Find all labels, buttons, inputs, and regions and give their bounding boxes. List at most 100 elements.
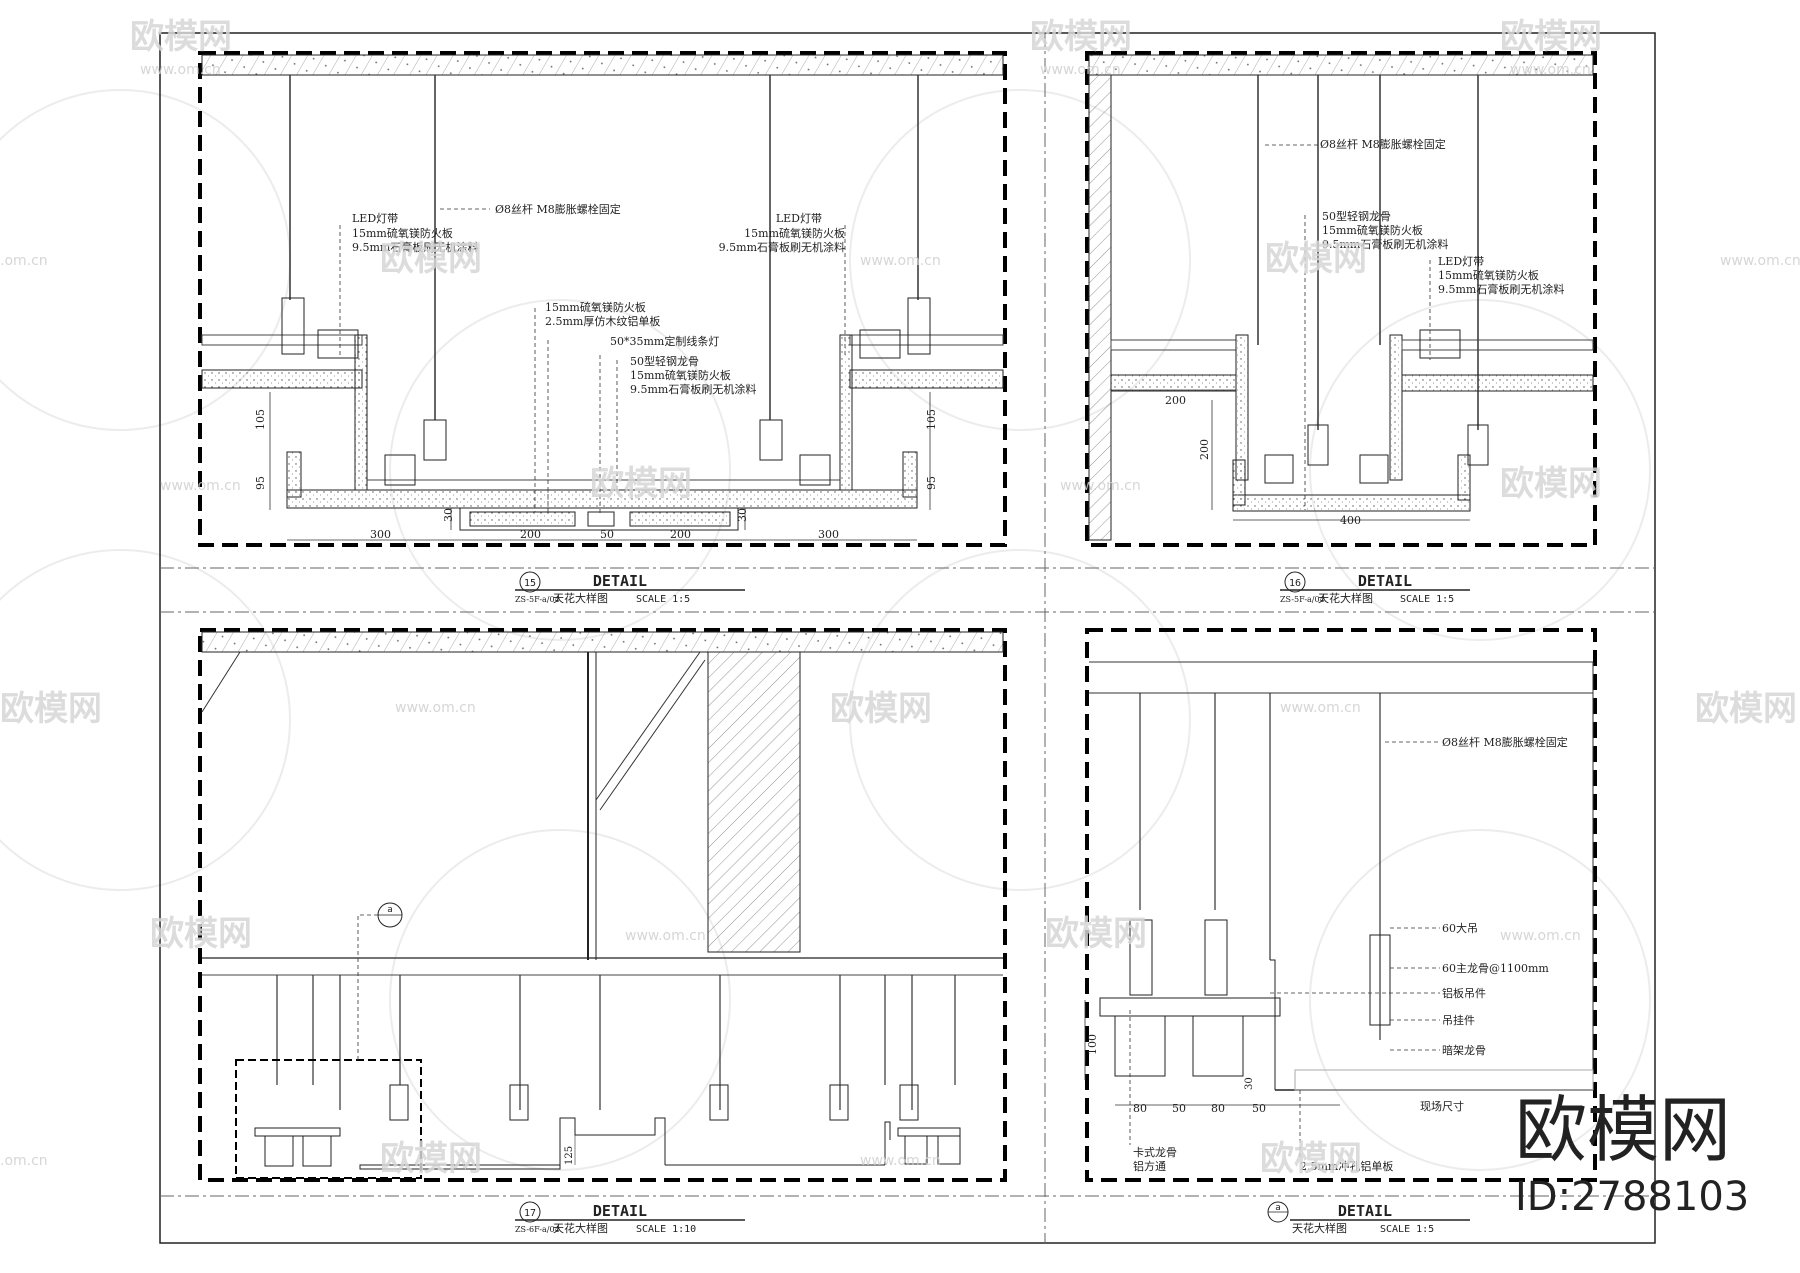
watermark-logo: 欧模网	[1045, 914, 1147, 954]
dim-125: 125	[564, 1146, 575, 1165]
note-panel: 2.5mm冲孔铝单板	[1300, 1159, 1393, 1173]
note-a-right-2: 铝板吊件	[1442, 986, 1486, 1000]
note-center-b-2: 9.5mm石膏板刷无机涂料	[630, 382, 756, 396]
note-center-b-0: 50型轻钢龙骨	[630, 354, 699, 368]
watermark-logo: 欧模网	[1030, 17, 1132, 57]
note-a-right-3: 吊挂件	[1442, 1013, 1475, 1027]
note-left-1: 15mm硫氧镁防火板	[352, 226, 453, 240]
detail-subtitle-15: 天花大样图	[553, 591, 608, 605]
watermark-logo: 欧模网	[1500, 464, 1602, 504]
detail-prefix-17: ZS-6F-a/04	[515, 1225, 560, 1234]
note-rod-a: Ø8丝杆 M8膨胀螺栓固定	[1442, 735, 1568, 749]
detail-scale-17: SCALE 1:10	[636, 1224, 696, 1235]
dim-80-b: 80	[1211, 1102, 1225, 1115]
dim-30-a: 30	[1244, 1077, 1255, 1090]
dimension-lines	[269, 392, 931, 541]
detail-scale-a: SCALE 1:5	[1380, 1224, 1434, 1235]
detail-subtitle-17: 天花大样图	[553, 1221, 608, 1235]
note-light: 50*35mm定制线条灯	[610, 334, 719, 348]
detail-number-a: a	[1275, 1203, 1280, 1213]
note-center-a-0: 15mm硫氧镁防火板	[545, 300, 646, 314]
dim-400: 400	[1340, 514, 1361, 527]
watermark-url: www.om.cn	[860, 1153, 941, 1169]
watermark-url-edge: .om.cn	[0, 253, 48, 269]
note-a-right-1: 60主龙骨@1100mm	[1442, 962, 1549, 975]
detail-bubble-17	[519, 1201, 541, 1223]
detail-title-17: DETAIL	[593, 1202, 647, 1220]
detail-subtitle-16: 天花大样图	[1318, 591, 1373, 605]
watermark-url: www.om.cn	[140, 62, 221, 78]
brand-id-text: ID:2788103	[1515, 1174, 1749, 1220]
dim-80-a: 80	[1133, 1102, 1147, 1115]
watermark-url-edge: .om.cn	[0, 1153, 48, 1169]
note-a-2: 9.5mm石膏板刷无机涂料	[1322, 237, 1448, 251]
watermark-url: www.om.cn	[1510, 62, 1591, 78]
upper-ceiling-left	[201, 369, 363, 389]
concrete-slab	[201, 54, 1004, 76]
watermark-logo: 欧模网	[590, 464, 692, 504]
detail-title-15: DETAIL	[593, 572, 647, 590]
watermark-url: www.om.cn	[860, 253, 941, 269]
watermark-logo: 欧模网	[830, 689, 932, 729]
note-right-1: 15mm硫氧镁防火板	[744, 226, 845, 240]
watermark-logo: 欧模网	[1265, 239, 1367, 279]
dim-30-left: 30	[442, 508, 455, 522]
watermark-text-layer: 欧模网 www.om.cn 欧模网 www.om.cn 欧模网 www.om.c…	[0, 17, 1800, 1179]
dim-105-right: 105	[925, 409, 938, 430]
detail-title-a: DETAIL	[1338, 1202, 1392, 1220]
note-rod: Ø8丝杆 M8膨胀螺栓固定	[495, 202, 621, 216]
detail-scale-16: SCALE 1:5	[1400, 594, 1454, 605]
detail-callout-box	[235, 1059, 422, 1179]
panel-16-border	[1085, 51, 1597, 547]
note-b-2: 9.5mm石膏板刷无机涂料	[1438, 282, 1564, 296]
watermark-logo: 欧模网	[380, 239, 482, 279]
note-right-2: 9.5mm石膏板刷无机涂料	[719, 240, 845, 254]
watermark-logo: 欧模网	[1695, 689, 1797, 729]
note-field-size: 现场尺寸	[1420, 1099, 1464, 1113]
detail-panel-15: 105 95 105 95 30 30 300 200 50 200 300 Ø…	[198, 51, 1007, 605]
brand-logo-large: 欧模网	[1515, 1088, 1731, 1172]
hanger-rods	[289, 75, 919, 420]
dim-50: 50	[600, 528, 614, 541]
watermark-url: www.om.cn	[1500, 928, 1581, 944]
dim-50-b: 50	[1252, 1102, 1266, 1115]
detail-scale-15: SCALE 1:5	[636, 594, 690, 605]
detail-title-16: DETAIL	[1358, 572, 1412, 590]
dim-200-left: 200	[520, 528, 541, 541]
note-a-0: 50型轻钢龙骨	[1322, 209, 1391, 223]
detail-prefix-15: ZS-5F-a/04	[515, 595, 560, 604]
detail-bubble-16	[1284, 571, 1306, 593]
watermark-url: www.om.cn	[160, 478, 241, 494]
dim-200-h: 200	[1165, 394, 1186, 407]
note-b-0: LED灯带	[1438, 255, 1484, 268]
note-rod-16: Ø8丝杆 M8膨胀螺栓固定	[1320, 137, 1446, 151]
note-a-bottom-0: 卡式龙骨	[1133, 1146, 1177, 1159]
column-section	[707, 651, 801, 953]
dim-95-right: 95	[925, 476, 938, 490]
dim-105-left: 105	[254, 409, 267, 430]
watermark-url: www.om.cn	[625, 928, 706, 944]
detail-prefix-16: ZS-5F-a/04	[1280, 595, 1325, 604]
note-b-1: 15mm硫氧镁防火板	[1438, 268, 1539, 282]
watermark-url: www.om.cn	[1720, 253, 1800, 269]
note-a-bottom-1: 铝方通	[1133, 1159, 1166, 1173]
side-wall	[1088, 74, 1112, 541]
note-center-b-1: 15mm硫氧镁防火板	[630, 368, 731, 382]
note-right-0: LED灯带	[776, 212, 822, 225]
watermark-url: www.om.cn	[1040, 62, 1121, 78]
watermark-logo: 欧模网	[380, 1139, 482, 1179]
dim-300-right: 300	[818, 528, 839, 541]
note-left-0: LED灯带	[352, 212, 398, 225]
watermark-url: www.om.cn	[1060, 478, 1141, 494]
detail-number-17: 17	[524, 1208, 536, 1219]
upper-ceiling-right	[849, 369, 1004, 389]
panel-17-border	[198, 628, 1007, 1182]
dim-95-left: 95	[254, 476, 267, 490]
hanger-rods-17	[276, 975, 956, 1110]
note-a-1: 15mm硫氧镁防火板	[1322, 223, 1423, 237]
note-a-right-4: 暗架龙骨	[1442, 1043, 1486, 1057]
detail-panel-a: 100 30 80 50 80 50 Ø8丝杆 M8膨胀螺栓固定 60大吊 60…	[1084, 628, 1597, 1235]
dim-200-right: 200	[670, 528, 691, 541]
watermark-url: www.om.cn	[1280, 700, 1361, 716]
